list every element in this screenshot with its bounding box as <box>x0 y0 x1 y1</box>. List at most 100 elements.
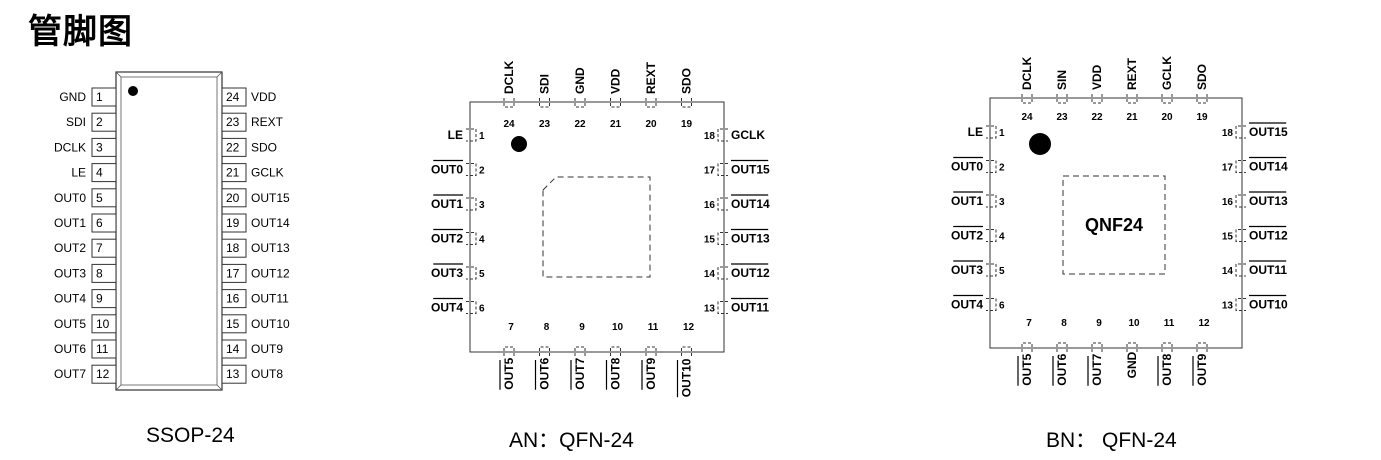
ssop-pin-box <box>221 238 247 258</box>
pin-number: 6 <box>999 301 1005 312</box>
ssop-pin-box <box>91 163 117 183</box>
pin-label: LE <box>968 125 983 139</box>
ssop-pin-label: OUT8 <box>251 367 283 381</box>
pin-label: OUT3 <box>431 266 463 280</box>
pin-number: 9 <box>1096 318 1102 329</box>
ssop-pin-label: OUT3 <box>54 266 86 280</box>
pin-number: 12 <box>683 322 695 333</box>
pin-number: 24 <box>1021 112 1033 123</box>
pin-number: 3 <box>999 197 1005 208</box>
qfn-pad <box>1235 160 1246 173</box>
ssop-pin-label: OUT14 <box>251 216 290 230</box>
pin-number: 18 <box>704 131 716 142</box>
qfn-pad <box>717 128 728 142</box>
ssop-pin-box <box>221 213 247 233</box>
qfn-pad <box>1235 229 1246 242</box>
ssop-pin-box <box>91 112 117 132</box>
pin-number: 1 <box>479 131 485 142</box>
pin-number: 23 <box>539 119 551 130</box>
pin-number: 18 <box>1222 128 1234 139</box>
ssop-pin-label: GCLK <box>251 166 284 180</box>
qfn-pad <box>466 197 477 211</box>
ssop-pin-box <box>91 289 117 309</box>
pin-label: LE <box>448 128 463 142</box>
pin-number: 9 <box>579 322 585 333</box>
pin-number: 7 <box>1026 318 1032 329</box>
ssop-pin-number: 18 <box>226 241 240 255</box>
pin-number: 11 <box>648 322 659 333</box>
qfn-pad <box>466 163 477 176</box>
ssop-pin-label: SDI <box>66 115 86 129</box>
pin-label: OUT7 <box>1090 353 1104 385</box>
ssop-pin-label: GND <box>59 90 86 104</box>
pin-number: 4 <box>999 232 1005 243</box>
ssop-pin-box <box>91 263 117 283</box>
pin-label: OUT14 <box>731 197 770 211</box>
ssop-pin-label: OUT5 <box>54 317 86 331</box>
pin-number: 11 <box>1164 318 1175 329</box>
qfn-pad <box>717 232 728 245</box>
pin-number: 19 <box>681 119 693 130</box>
ssop-caption: SSOP-24 <box>146 424 235 447</box>
pin1-marker-dot <box>128 86 138 96</box>
pin-number: 17 <box>704 166 716 177</box>
pin-label: OUT13 <box>1249 194 1288 208</box>
ssop-pin-number: 15 <box>226 317 240 331</box>
ssop-pin-number: 12 <box>96 367 110 381</box>
ssop-pin-box <box>221 263 247 283</box>
ssop-pin-number: 20 <box>226 191 240 205</box>
qfn-pad <box>1235 263 1246 277</box>
pin-label: GND <box>573 67 587 94</box>
pin-number: 21 <box>1126 112 1138 123</box>
pin-label: OUT5 <box>502 357 516 389</box>
pin-label: VDD <box>1090 64 1104 90</box>
pin-label: OUT2 <box>431 232 463 246</box>
ssop-pin-label: OUT4 <box>54 292 86 306</box>
ssop-pin-number: 19 <box>226 216 240 230</box>
ssop-pin-box <box>91 364 117 384</box>
pin-label: REXT <box>1125 57 1139 90</box>
ssop-pin-number: 10 <box>96 317 110 331</box>
pin-label: OUT12 <box>731 266 770 280</box>
qfn-pad <box>986 194 997 208</box>
pin-label: SDO <box>680 68 694 94</box>
ssop-bevel <box>115 384 122 391</box>
ssop-pin-box <box>221 112 247 132</box>
pin-number: 10 <box>612 322 624 333</box>
ssop-pin-number: 8 <box>96 266 103 280</box>
ssop-pin-label: OUT15 <box>251 191 290 205</box>
ssop-pin-number: 5 <box>96 191 103 205</box>
pin-label: OUT2 <box>951 229 983 243</box>
pin1-marker-dot <box>1029 133 1051 155</box>
pin-label: OUT13 <box>731 232 770 246</box>
ssop-pin-label: VDD <box>251 90 277 104</box>
qfn-pad <box>1235 125 1246 139</box>
an-caption: AN：QFN-24 <box>509 429 634 452</box>
ssop-pin-label: SDO <box>251 140 277 154</box>
pin-label: OUT10 <box>680 358 694 397</box>
pin-number: 19 <box>1196 112 1208 123</box>
pin-label: OUT0 <box>951 160 983 174</box>
pin-label: OUT8 <box>1160 353 1174 385</box>
pin-number: 15 <box>1222 232 1234 243</box>
pin-number: 20 <box>1161 112 1173 123</box>
ssop-pin-label: DCLK <box>54 140 86 154</box>
pin-label: GND <box>1125 351 1139 378</box>
qfn-pad <box>717 163 728 176</box>
ssop-pin-box <box>91 213 117 233</box>
ssop-pin-number: 11 <box>96 342 109 356</box>
ssop-pin-number: 21 <box>226 166 240 180</box>
exposed-pad-outline <box>542 176 651 278</box>
ssop-bevel <box>115 71 122 78</box>
ssop-pin-label: REXT <box>251 115 284 129</box>
qfn-pad <box>986 125 997 139</box>
ssop-pin-box <box>91 238 117 258</box>
qfn-pad <box>717 301 728 314</box>
qfn-pad <box>1235 194 1246 208</box>
pin-label: VDD <box>609 68 623 94</box>
pin-label: OUT9 <box>644 357 658 389</box>
ssop-pin-label: OUT1 <box>54 216 86 230</box>
ssop-pin-label: OUT13 <box>251 241 290 255</box>
pin-label: GCLK <box>1160 56 1174 90</box>
